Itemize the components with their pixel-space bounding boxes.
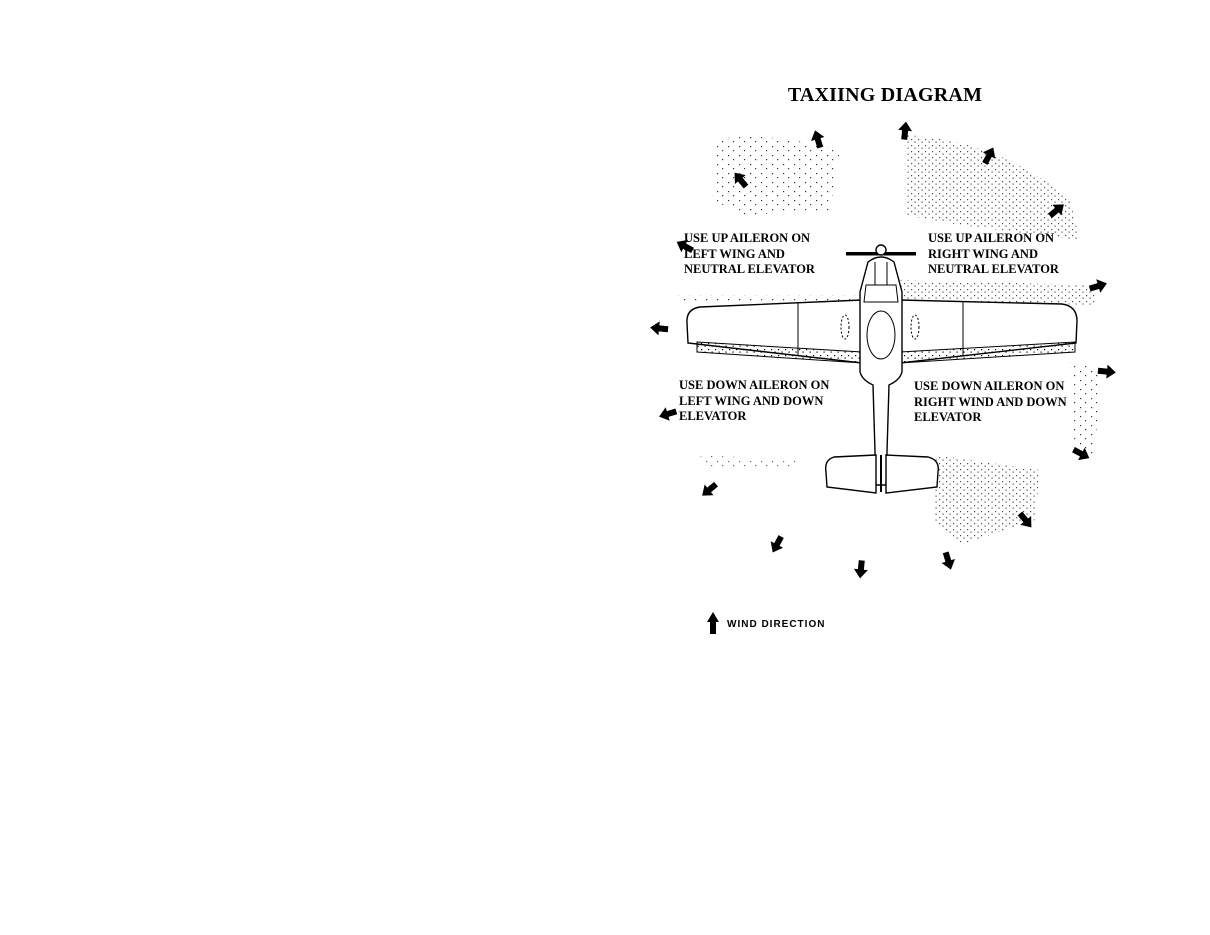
- wind-arrow-icon: [941, 551, 955, 570]
- wind-arrow-icon: [1017, 511, 1032, 528]
- instruction-top-left: USE UP AILERON ON LEFT WING AND NEUTRAL …: [684, 231, 815, 276]
- fuselage: [859, 256, 903, 486]
- diagram-title: TAXIING DIAGRAM: [787, 84, 983, 106]
- wind-arrow-icon: [702, 481, 718, 496]
- horizontal-stabilizer: [824, 454, 877, 494]
- instruction-top-right: USE UP AILERON ON RIGHT WING AND NEUTRAL…: [928, 231, 1059, 276]
- wind-arrow-icon: [734, 172, 749, 189]
- instruction-bottom-right: USE DOWN AILERON ON RIGHT WIND AND DOWN …: [914, 379, 1067, 424]
- wind-arrow-icon: [1088, 279, 1107, 293]
- wind-arrow-icon: [650, 321, 669, 336]
- wind-arrow-icon: [676, 239, 694, 253]
- wind-arrow-icon: [898, 121, 913, 140]
- wind-arrows: [650, 121, 1116, 579]
- wind-arrow-icon: [1048, 204, 1064, 219]
- wind-arrow-icon: [1097, 364, 1116, 379]
- wind-shading: [675, 135, 1100, 545]
- wind-arrow-icon: [982, 147, 996, 165]
- airplane-icon: [686, 244, 1078, 494]
- legend-wind-arrow-icon: [707, 612, 719, 634]
- wind-arrow-icon: [1072, 447, 1090, 461]
- wind-arrow-icon: [853, 560, 868, 579]
- legend: WIND DIRECTION: [706, 612, 825, 636]
- instruction-bottom-left: USE DOWN AILERON ON LEFT WING AND DOWN E…: [679, 378, 830, 423]
- wind-arrow-icon: [770, 535, 784, 553]
- legend-label: WIND DIRECTION: [727, 618, 826, 630]
- wind-arrow-icon: [811, 130, 825, 149]
- wind-arrow-icon: [659, 407, 678, 421]
